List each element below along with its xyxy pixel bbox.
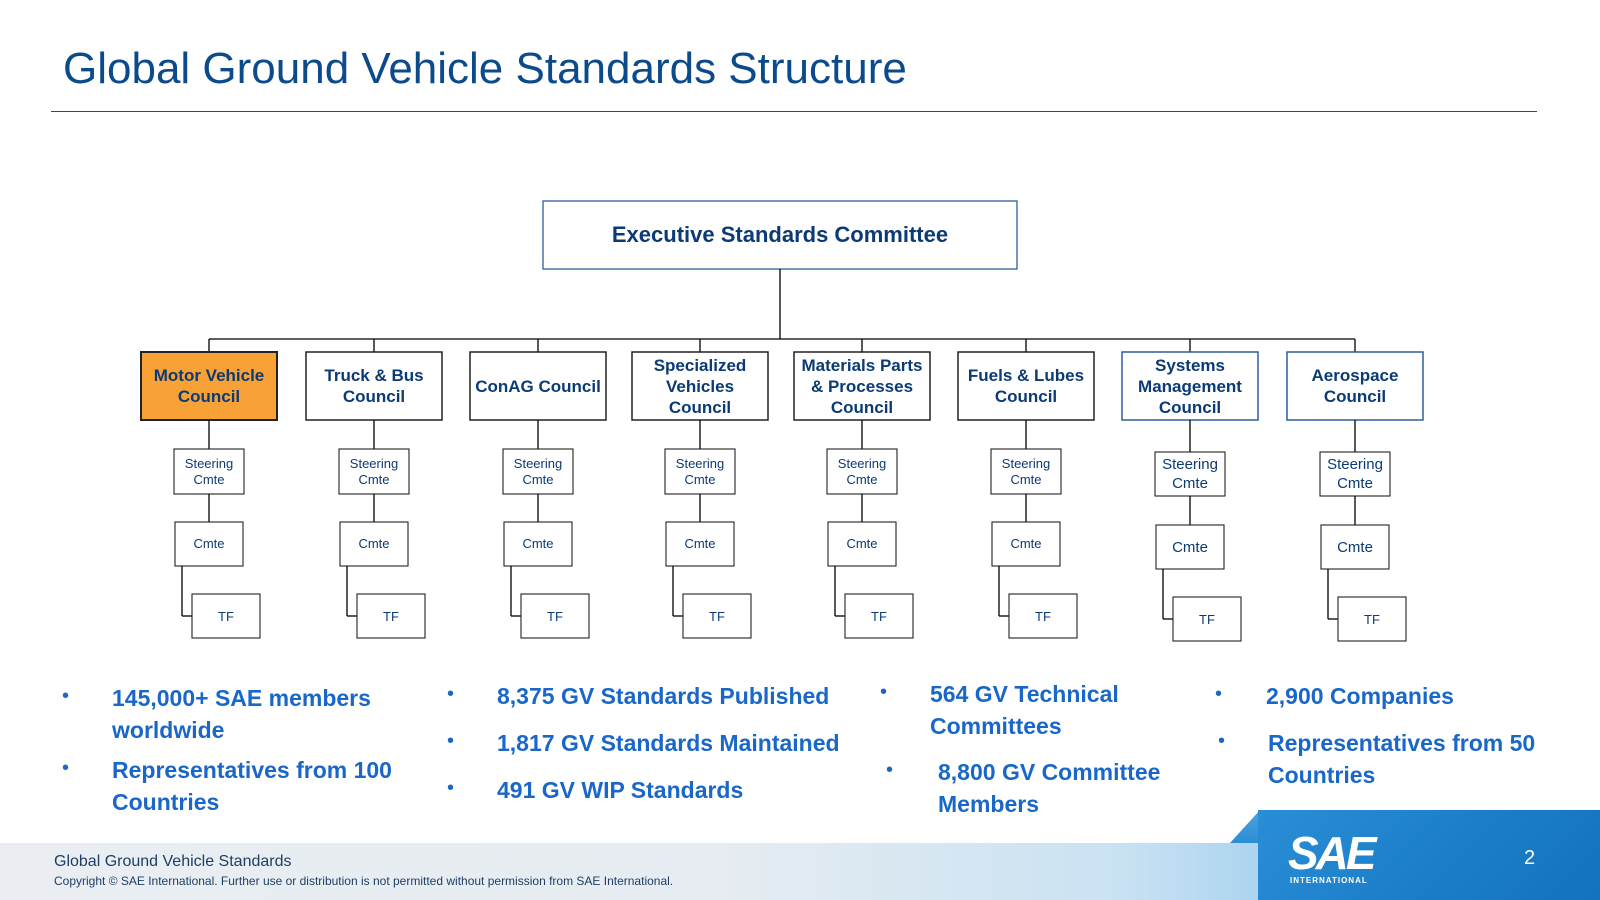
sae-logo-text: SAE <box>1288 827 1377 879</box>
cmte-box <box>665 521 735 567</box>
tf-box-label: TF <box>1199 611 1215 627</box>
stat-item: 1,817 GV Standards Maintained <box>497 730 840 756</box>
steering-box <box>1319 451 1391 497</box>
steering-box-label: Steering Cmte <box>837 455 887 487</box>
bullet-icon: • <box>62 757 70 779</box>
cmte-box <box>339 521 409 567</box>
stat-item: 8,375 GV Standards Published <box>497 683 830 709</box>
tf-box <box>1008 593 1078 639</box>
sae-logo: SAE INTERNATIONAL <box>1288 830 1388 890</box>
council-box <box>631 351 769 421</box>
tf-box <box>356 593 426 639</box>
council-box-label: Truck & Bus Council <box>324 366 424 406</box>
cmte-box <box>991 521 1061 567</box>
council-box-label: Specialized Vehicles Council <box>653 355 747 417</box>
stat-item: 564 GV Technical Committees <box>930 681 1119 739</box>
cmte-box <box>503 521 573 567</box>
tf-box-label: TF <box>547 608 563 624</box>
cmte-box-label: Cmte <box>1172 538 1208 556</box>
title-divider <box>51 111 1537 112</box>
tf-box <box>844 593 914 639</box>
cmte-box-label: Cmte <box>358 536 390 551</box>
steering-box-label: Steering Cmte <box>675 455 725 487</box>
bullet-icon: • <box>1218 730 1226 752</box>
cmte-box-label: Cmte <box>522 536 554 551</box>
steering-box-label: Steering Cmte <box>513 455 563 487</box>
council-box <box>957 351 1095 421</box>
bullet-icon: • <box>447 777 455 799</box>
bullet-icon: • <box>447 730 455 752</box>
executive-box-label: Executive Standards Committee <box>611 222 949 247</box>
page-title: Global Ground Vehicle Standards Structur… <box>63 44 907 93</box>
stat-item: 2,900 Companies <box>1266 683 1454 709</box>
page-number: 2 <box>1524 847 1536 869</box>
stat-item: 491 GV WIP Standards <box>497 777 744 803</box>
tf-box <box>1337 596 1407 642</box>
cmte-box-label: Cmte <box>684 536 716 551</box>
cmte-box-label: Cmte <box>846 536 878 551</box>
cmte-box <box>827 521 897 567</box>
footer-brand-panel <box>1258 810 1600 900</box>
steering-box-label: Steering Cmte <box>1162 456 1218 492</box>
council-box <box>1121 351 1259 421</box>
council-box-label: Fuels & Lubes Council <box>967 366 1085 406</box>
tf-box-label: TF <box>1364 611 1380 627</box>
steering-box-label: Steering Cmte <box>1001 455 1051 487</box>
council-box <box>305 351 443 421</box>
cmte-box-label: Cmte <box>1337 538 1373 556</box>
tf-box-label: TF <box>871 608 887 624</box>
steering-box <box>664 448 736 495</box>
steering-box-label: Steering Cmte <box>1327 456 1383 492</box>
cmte-box-label: Cmte <box>1010 536 1042 551</box>
bullet-icon: • <box>1215 683 1223 705</box>
council-box <box>793 351 931 421</box>
tf-box-label: TF <box>1035 608 1051 624</box>
tf-box <box>1172 596 1242 642</box>
cmte-box <box>174 521 244 567</box>
tf-box <box>520 593 590 639</box>
footer-copyright: Copyright © SAE International. Further u… <box>54 874 674 888</box>
sae-logo-subtext: INTERNATIONAL <box>1290 876 1368 885</box>
tf-box-label: TF <box>218 608 234 624</box>
council-box <box>1286 351 1424 421</box>
cmte-box <box>1320 524 1390 570</box>
council-box-label: Aerospace Council <box>1311 366 1399 406</box>
bullet-icon: • <box>62 685 70 707</box>
stat-item: Representatives from 50 Countries <box>1268 730 1536 788</box>
stat-item: 145,000+ SAE members worldwide <box>112 685 371 743</box>
cmte-box <box>1155 524 1225 570</box>
tf-box <box>191 593 261 639</box>
council-box <box>469 351 607 421</box>
tf-box-label: TF <box>383 608 399 624</box>
cmte-box-label: Cmte <box>193 536 225 551</box>
tf-box <box>682 593 752 639</box>
steering-box <box>1154 451 1226 497</box>
bullet-icon: • <box>886 759 894 781</box>
steering-box <box>338 448 410 495</box>
steering-box <box>990 448 1062 495</box>
steering-box-label: Steering Cmte <box>184 455 234 487</box>
tf-box-label: TF <box>709 608 725 624</box>
bullet-icon: • <box>447 683 455 705</box>
executive-box <box>542 200 1018 270</box>
bullet-icon: • <box>880 681 888 703</box>
council-box <box>140 351 278 421</box>
council-box-label: Systems Management Council <box>1138 355 1242 417</box>
council-box-label: Materials Parts & Processes Council <box>801 355 923 417</box>
stat-item: 8,800 GV Committee Members <box>938 759 1161 817</box>
council-box-label: ConAG Council <box>475 376 601 396</box>
stat-item: Representatives from 100 Countries <box>112 757 392 815</box>
footer-title: Global Ground Vehicle Standards <box>54 853 292 870</box>
steering-box-label: Steering Cmte <box>349 455 399 487</box>
council-box-label: Motor Vehicle Council <box>153 366 265 406</box>
